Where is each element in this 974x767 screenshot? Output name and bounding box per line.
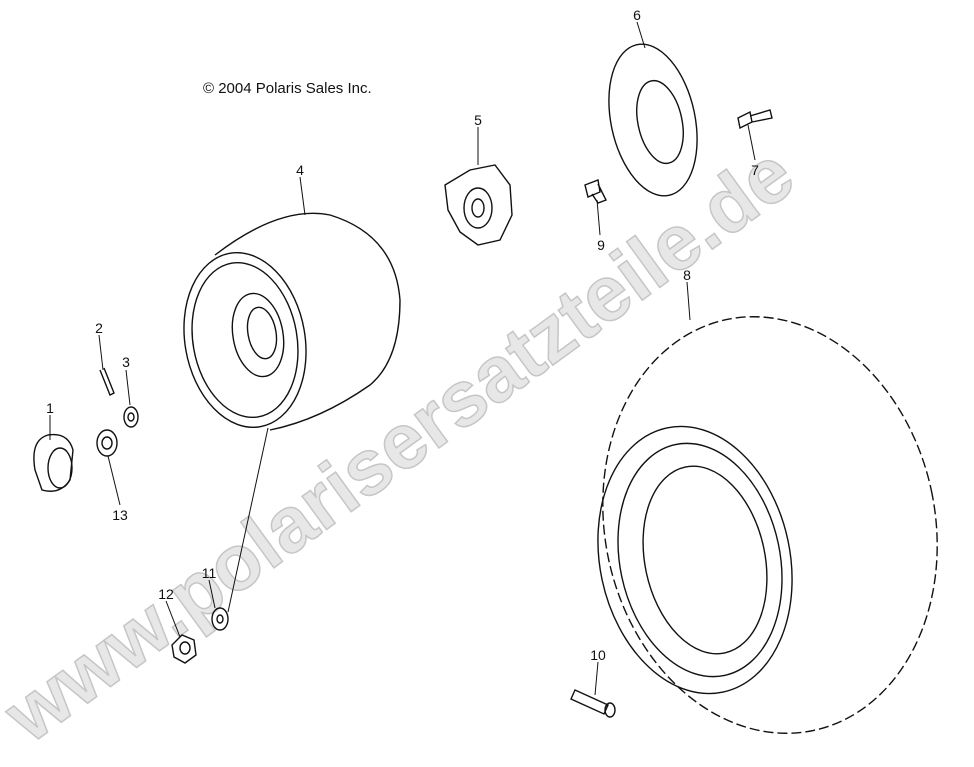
disc-bolt-part[interactable]	[737, 109, 773, 130]
hub-cap-part[interactable]	[33, 433, 74, 492]
callout-11: 11	[202, 565, 217, 581]
callout-3: 3	[122, 354, 130, 370]
wheel-rim-part[interactable]	[171, 212, 401, 437]
tire-part[interactable]	[565, 285, 974, 764]
callout-7: 7	[751, 162, 759, 178]
callout-9: 9	[597, 237, 605, 253]
callout-4: 4	[296, 162, 304, 178]
washer-part[interactable]	[123, 406, 139, 428]
leader-lines	[49, 21, 756, 696]
castle-nut-part[interactable]	[96, 429, 118, 457]
callout-10: 10	[590, 647, 606, 663]
callout-6: 6	[633, 7, 641, 23]
hub-bolt-part[interactable]	[584, 179, 607, 204]
callout-13: 13	[112, 507, 128, 523]
callout-8: 8	[683, 267, 691, 283]
copyright-text: © 2004 Polaris Sales Inc.	[203, 80, 372, 97]
brake-disc-part[interactable]	[596, 36, 710, 204]
valve-stem-part[interactable]	[570, 689, 616, 718]
cotter-pin-part[interactable]	[99, 367, 115, 396]
wheel-washer-part[interactable]	[211, 607, 229, 631]
wheel-hub-part[interactable]	[444, 164, 513, 246]
callout-5: 5	[474, 112, 482, 128]
callout-2: 2	[95, 320, 103, 336]
callout-1: 1	[46, 400, 54, 416]
callout-12: 12	[158, 586, 174, 602]
lug-nut-part[interactable]	[171, 634, 197, 664]
